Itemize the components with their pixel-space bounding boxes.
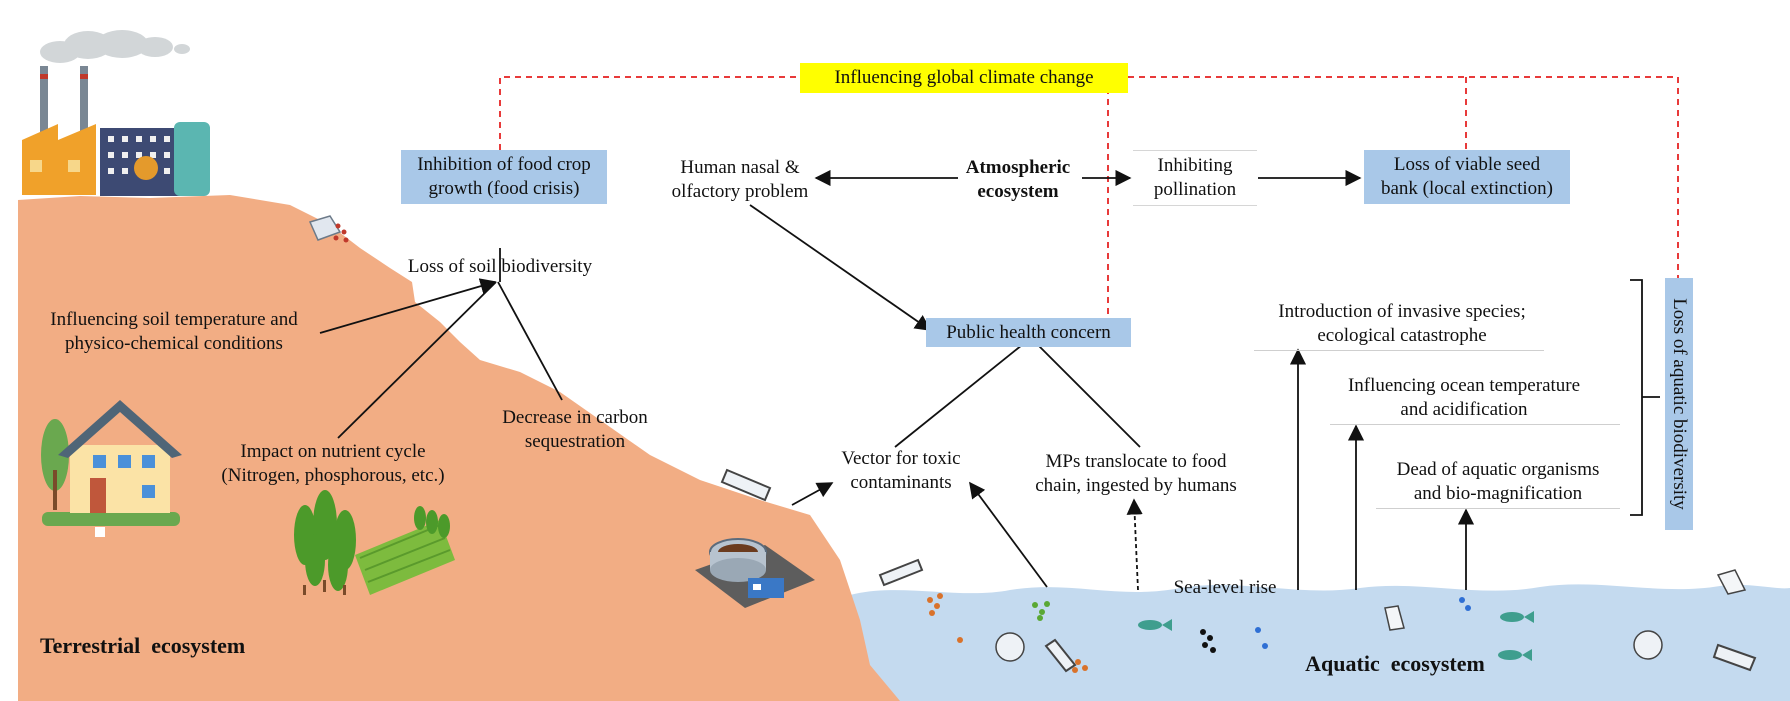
climate-change-label: Influencing global climate change — [800, 63, 1128, 93]
litter-bag-icon — [308, 215, 349, 243]
ocean-rule — [1330, 424, 1620, 425]
seed-bank-line1: Loss of viable seed — [1393, 154, 1541, 175]
factory-icon — [22, 66, 210, 196]
vector-line2: contaminants — [850, 472, 952, 493]
seed-bank-box: Loss of viable seed bank (local extincti… — [1364, 150, 1570, 204]
nutrient-line2: (Nitrogen, phosphorous, etc.) — [221, 465, 445, 486]
inhibiting-line1: Inhibiting — [1157, 155, 1233, 176]
human-nasal-line2: olfactory problem — [671, 181, 809, 202]
loss-aquatic-text: Loss of aquatic biodiversity — [1669, 298, 1691, 510]
mps-food-chain-label: MPs translocate to food chain, ingested … — [1016, 450, 1256, 498]
terrestrial-ecosystem-title: Terrestrial ecosystem — [40, 633, 246, 658]
house-icon — [41, 400, 182, 537]
mps-line2: chain, ingested by humans — [1035, 475, 1237, 496]
ocean-temperature-label: Influencing ocean temperature and acidif… — [1330, 374, 1598, 422]
forest-field-icon — [294, 490, 455, 595]
soil-biodiversity-label: Loss of soil biodiversity — [407, 256, 593, 277]
mps-line1: MPs translocate to food — [1045, 451, 1227, 472]
dead-rule — [1376, 508, 1620, 509]
dead-organisms-label: Dead of aquatic organisms and bio-magnif… — [1376, 458, 1620, 506]
food-crop-line1: Inhibition of food crop — [417, 154, 591, 175]
soil-temp-line1: Influencing soil temperature and — [50, 309, 298, 330]
dead-line1: Dead of aquatic organisms — [1396, 459, 1600, 480]
soil-temperature-label: Influencing soil temperature and physico… — [24, 308, 324, 356]
fish-icon — [1138, 611, 1534, 661]
aquatic-ecosystem-title: Aquatic ecosystem — [1305, 651, 1485, 676]
treatment-plant-icon — [695, 538, 815, 608]
loss-aquatic-biodiversity-box: Loss of aquatic biodiversity — [1665, 278, 1693, 530]
carbon-line1: Decrease in carbon — [502, 407, 648, 428]
carbon-line2: sequestration — [524, 431, 626, 452]
sea-water — [850, 584, 1790, 701]
carbon-sequestration-label: Decrease in carbon sequestration — [480, 406, 670, 454]
soil-temp-line2: physico-chemical conditions — [65, 333, 283, 354]
arrow-connectors — [319, 169, 1660, 591]
food-crop-box: Inhibition of food crop growth (food cri… — [401, 150, 607, 204]
bottle-icon — [720, 468, 1757, 673]
land-hill — [18, 195, 900, 701]
public-health-text: Public health concern — [946, 321, 1111, 343]
atmospheric-ecosystem-label: Atmospheric ecosystem — [948, 156, 1088, 204]
nutrient-line1: Impact on nutrient cycle — [240, 441, 426, 462]
human-nasal-label: Human nasal & olfactory problem — [650, 156, 830, 204]
invasive-species-label: Introduction of invasive species; ecolog… — [1252, 300, 1552, 348]
nutrient-cycle-label: Impact on nutrient cycle (Nitrogen, phos… — [208, 440, 458, 488]
inhibiting-line2: pollination — [1153, 179, 1237, 200]
smoke-cloud-icon — [40, 30, 190, 63]
sea-level-label: Sea-level rise — [1173, 577, 1277, 598]
food-crop-line2: growth (food crisis) — [428, 178, 580, 199]
vector-line1: Vector for toxic — [841, 448, 961, 469]
dead-line2: and bio-magnification — [1413, 483, 1583, 504]
invasive-line2: ecological catastrophe — [1317, 325, 1487, 346]
seed-bank-line2: bank (local extinction) — [1381, 178, 1553, 199]
public-health-box: Public health concern — [926, 318, 1131, 347]
ocean-line1: Influencing ocean temperature — [1347, 375, 1581, 396]
vector-toxic-label: Vector for toxic contaminants — [826, 447, 976, 495]
ocean-line2: and acidification — [1400, 399, 1528, 420]
invasive-rule — [1254, 350, 1544, 351]
invasive-line1: Introduction of invasive species; — [1278, 301, 1526, 322]
inhibiting-pollination-box: Inhibiting pollination — [1133, 150, 1257, 206]
dead-fish-icon — [995, 630, 1663, 662]
climate-dashed-lines — [499, 76, 1679, 320]
plastic-bag-icon — [1384, 569, 1747, 631]
microplastic-particles — [927, 593, 1471, 673]
human-nasal-line1: Human nasal & — [680, 157, 800, 178]
atmospheric-line2: ecosystem — [977, 181, 1059, 202]
atmospheric-line1: Atmospheric — [965, 157, 1071, 178]
